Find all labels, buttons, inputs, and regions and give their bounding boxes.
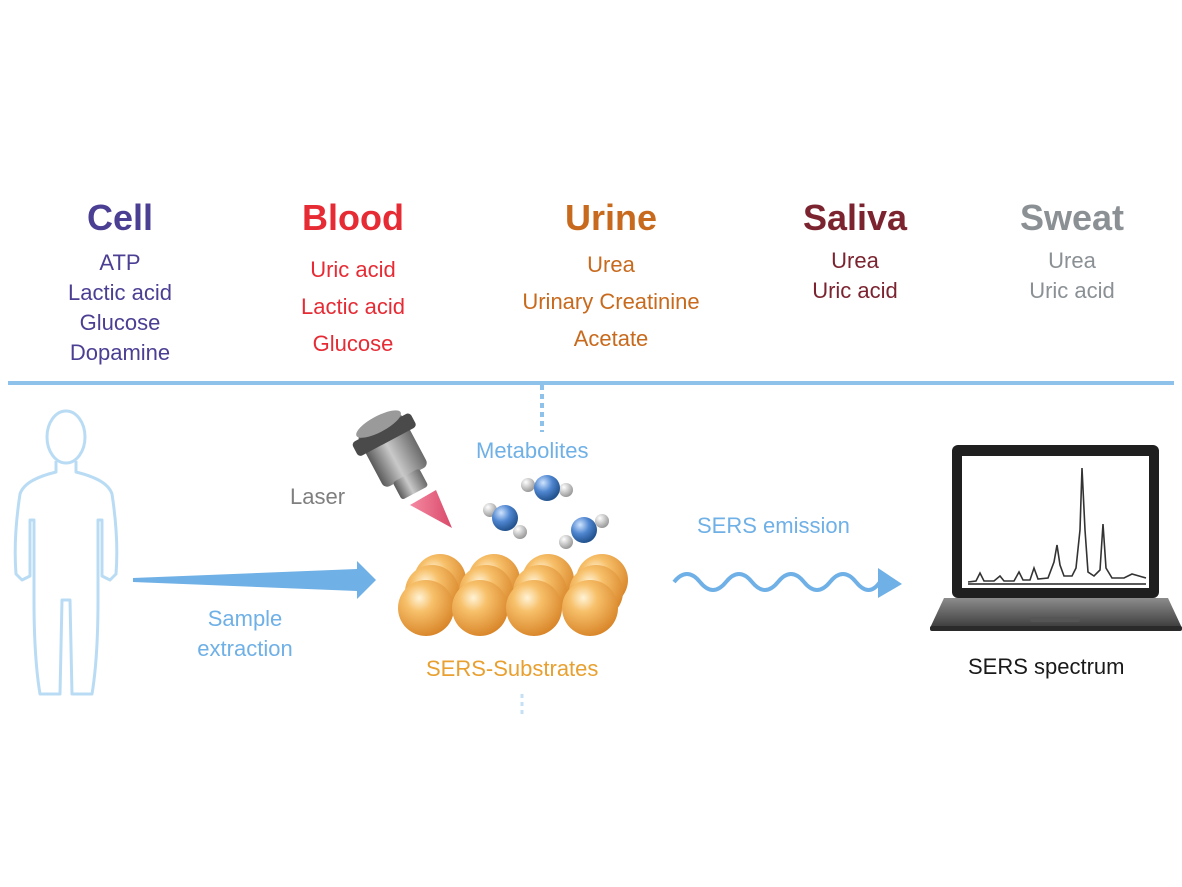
source-column-blood: Blood Uric acid Lactic acid Glucose: [238, 196, 468, 362]
source-title-blood: Blood: [302, 197, 404, 238]
metabolite-molecule-icon: [559, 514, 609, 549]
sers-emission-arrowhead: [878, 568, 902, 598]
sers-spectrum-label: SERS spectrum: [968, 654, 1125, 679]
metabolite-list-sweat: Urea Uric acid: [957, 246, 1182, 306]
sers-emission-label: SERS emission: [697, 513, 850, 538]
laser-objective-icon: [352, 410, 452, 528]
sample-extraction-arrow: [133, 561, 376, 599]
sers-substrate-nanoparticles-icon: [398, 554, 628, 636]
metabolite-item: Lactic acid: [68, 280, 172, 305]
sers-spectrum-graph: [967, 467, 1147, 585]
sers-substrates-label: SERS-Substrates: [426, 656, 599, 681]
metabolite-item: Urea: [1048, 248, 1096, 273]
source-column-sweat: Sweat Urea Uric acid: [957, 196, 1182, 306]
source-title-sweat: Sweat: [1019, 197, 1125, 238]
metabolite-item: Acetate: [573, 326, 649, 351]
laptop-icon: [930, 445, 1182, 631]
metabolite-item: Urea: [831, 248, 879, 273]
metabolite-item: Glucose: [79, 310, 161, 335]
metabolite-item: Uric acid: [812, 278, 898, 303]
laser-label: Laser: [290, 484, 346, 509]
metabolite-list-cell: ATP Lactic acid Glucose Dopamine: [5, 248, 235, 368]
sample-extraction-label: Sample extraction: [197, 606, 293, 661]
metabolite-item: Glucose: [312, 331, 394, 356]
metabolites-label: Metabolites: [476, 438, 589, 463]
source-column-saliva: Saliva Urea Uric acid: [740, 196, 970, 306]
human-silhouette-icon: [13, 409, 119, 696]
metabolite-item: Dopamine: [69, 340, 171, 365]
source-column-urine: Urine Urea Urinary Creatinine Acetate: [496, 196, 726, 357]
metabolite-item: Urea: [587, 252, 635, 277]
metabolite-item: ATP: [99, 250, 141, 275]
metabolite-item: Lactic acid: [301, 294, 405, 319]
source-title-cell: Cell: [86, 197, 154, 238]
metabolite-molecule-icon: [483, 503, 527, 539]
source-column-cell: Cell ATP Lactic acid Glucose Dopamine: [5, 196, 235, 368]
metabolite-list-saliva: Urea Uric acid: [740, 246, 970, 306]
metabolite-item: Uric acid: [1029, 278, 1115, 303]
metabolite-list-urine: Urea Urinary Creatinine Acetate: [496, 246, 726, 357]
source-title-saliva: Saliva: [802, 197, 908, 238]
source-title-urine: Urine: [564, 197, 658, 238]
sers-emission-wave: [672, 572, 882, 592]
metabolite-item: Urinary Creatinine: [522, 289, 700, 314]
metabolite-item: Uric acid: [310, 257, 396, 282]
metabolite-molecule-icon: [521, 475, 573, 501]
metabolite-list-blood: Uric acid Lactic acid Glucose: [238, 251, 468, 362]
